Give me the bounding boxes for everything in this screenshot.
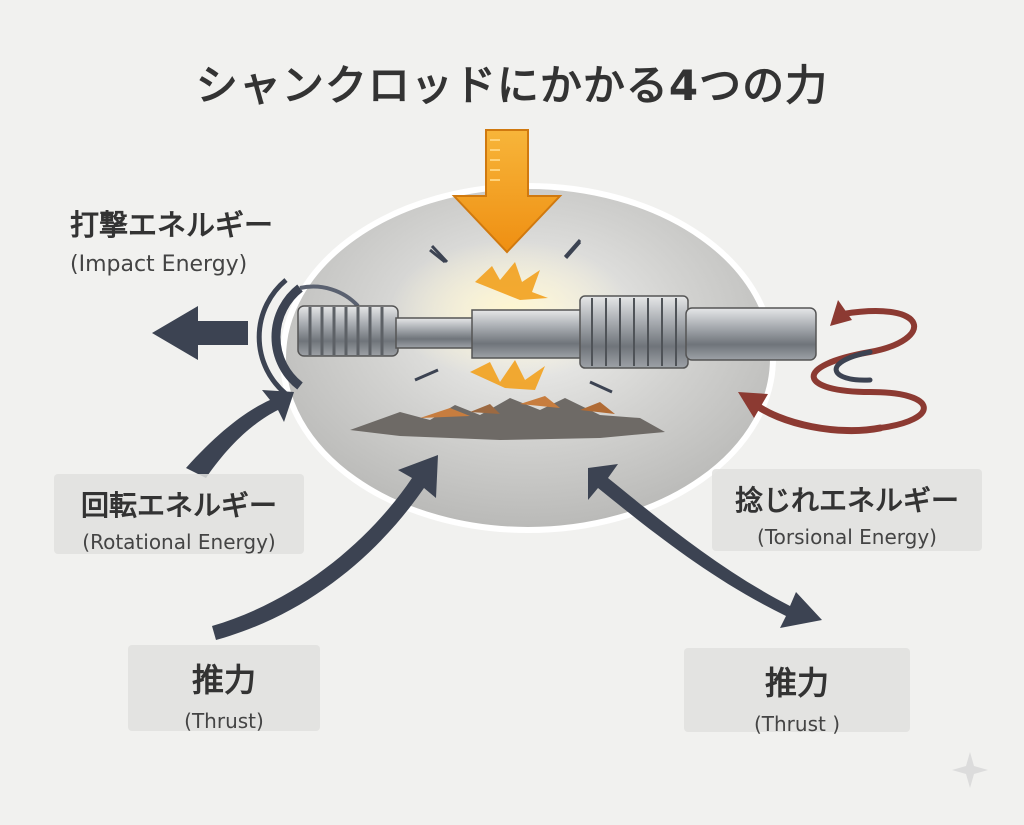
label-thrust-left-jp: 推力 (191, 661, 256, 699)
label-rotational-en: (Rotational Energy) (82, 530, 276, 554)
debris-pile (350, 396, 665, 440)
label-thrust-left-en: (Thrust) (184, 709, 264, 733)
curved-arrow-icon (212, 455, 438, 640)
rotation-arrow-icon (186, 390, 294, 478)
label-torsional-jp: 捻じれエネルギー (734, 484, 959, 517)
label-impact-jp: 打撃エネルギー (70, 208, 274, 242)
label-impact-energy: 打撃エネルギー (Impact Energy) (70, 202, 320, 277)
label-rotational-jp: 回転エネルギー (80, 489, 277, 522)
label-thrust-left: 推力 (Thrust) (128, 645, 320, 733)
label-torsional-en: (Torsional Energy) (757, 525, 937, 549)
double-arrow-icon (588, 464, 822, 628)
label-rotational-energy: 回転エネルギー (Rotational Energy) (54, 474, 304, 554)
label-thrust-right-jp: 推力 (764, 664, 829, 702)
label-thrust-right: 推力 (Thrust ) (684, 648, 910, 736)
spark-lines (414, 239, 613, 394)
rotation-rings (256, 278, 360, 396)
shank-rod (297, 295, 817, 369)
page-title: シャンクロッドにかかる4つの力 (195, 61, 829, 110)
spiral-arrow-icon (738, 300, 927, 435)
left-arrow-icon (152, 306, 248, 360)
label-impact-en: (Impact Energy) (70, 252, 248, 277)
down-arrow-icon (451, 129, 563, 254)
label-thrust-right-en: (Thrust ) (753, 712, 840, 736)
label-torsional-energy: 捻じれエネルギー (Torsional Energy) (712, 469, 982, 551)
sparkle-icon (952, 752, 988, 788)
